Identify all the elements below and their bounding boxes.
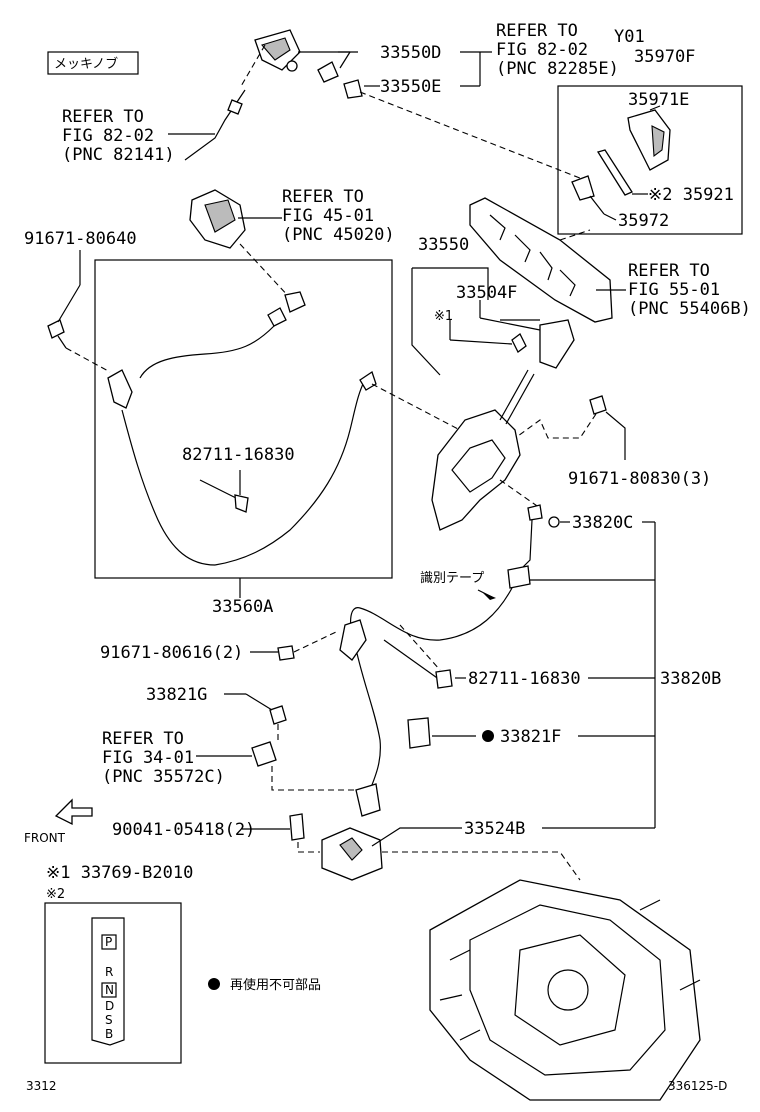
- bolt-91671-80616: [277, 645, 295, 661]
- non-reusable-dot-33821F: [482, 730, 494, 742]
- refer-35572C-line1: REFER TO: [102, 729, 184, 749]
- label-33820B: 33820B: [660, 669, 721, 689]
- label-shikibetsu-tape: 識別テープ: [420, 571, 484, 586]
- code-right: 336125-D: [668, 1079, 727, 1093]
- label-82711-16830-a: 82711-16830: [182, 445, 295, 465]
- bolt-91671-80830: [589, 395, 607, 415]
- refer-45020-line3: (PNC 45020): [282, 225, 395, 245]
- gate-p-box: [101, 934, 117, 950]
- part-35921: [596, 149, 633, 196]
- gate-box: [44, 902, 182, 1064]
- transmission-case: [429, 879, 701, 1101]
- gate-n-box: [101, 982, 117, 998]
- part-35971E: [627, 109, 671, 171]
- refer-35572C-line2: FIG 34-01: [102, 748, 194, 768]
- label-35971E: 35971E: [628, 90, 689, 110]
- refer-35572C-line3: (PNC 35572C): [102, 767, 225, 787]
- part-35972: [571, 175, 605, 215]
- part-33550E: [343, 79, 363, 99]
- part-45020: [189, 189, 246, 249]
- non-reusable-legend-dot: [208, 978, 220, 990]
- gate-b: B: [105, 1027, 113, 1041]
- front-arrow-icon: [54, 798, 93, 826]
- label-33820C: 33820C: [572, 513, 633, 533]
- gate-d: D: [105, 999, 114, 1013]
- gate-r: R: [105, 965, 113, 979]
- label-35921: ※2 35921: [648, 185, 734, 205]
- nut-33821G: [269, 705, 287, 725]
- label-82711-16830-b: 82711-16830: [468, 669, 581, 689]
- bolt-33769: [511, 333, 527, 353]
- refer-55406B-line2: FIG 55-01: [628, 280, 720, 300]
- harness-33560A: [107, 291, 377, 566]
- refer-82141-line2: FIG 82-02: [62, 126, 154, 146]
- label-33524B: 33524B: [464, 819, 525, 839]
- front-label: FRONT: [24, 831, 66, 845]
- console-panel: [469, 197, 613, 323]
- shift-gate: [91, 917, 125, 1046]
- label-33504F: 33504F: [456, 283, 517, 303]
- label-91671-80830: 91671-80830(3): [568, 469, 711, 489]
- clip-33821F: [407, 717, 431, 749]
- label-90041-05418: 90041-05418(2): [112, 820, 255, 840]
- cable-kit-box: [94, 259, 393, 579]
- knob-top: [254, 29, 301, 72]
- part-33550D: [317, 61, 339, 83]
- label-35970F: 35970F: [634, 47, 695, 67]
- gate-s: S: [105, 1013, 113, 1027]
- mekki-label: メッキノブ: [54, 56, 118, 72]
- mekki-box: [47, 51, 139, 75]
- label-91671-80616: 91671-80616(2): [100, 643, 243, 663]
- bolt-91671-80640: [47, 319, 67, 349]
- label-33550D: 33550D: [380, 43, 441, 63]
- code-left: 3312: [26, 1079, 57, 1093]
- non-reusable-legend-text: 再使用不可部品: [230, 977, 321, 993]
- label-33550: 33550: [418, 235, 469, 255]
- note1-mark-label: ※1: [434, 309, 453, 324]
- shift-lever-assy: [431, 319, 575, 531]
- label-91671-80640: 91671-80640: [24, 229, 137, 249]
- label-33821F: 33821F: [500, 727, 561, 747]
- gate-p: P: [105, 935, 112, 949]
- refer-82285E-line3: (PNC 82285E): [496, 59, 619, 79]
- refer-82285E-line1: REFER TO: [496, 21, 578, 41]
- bolt-90041-05418: [289, 813, 305, 841]
- label-33821G: 33821G: [146, 685, 207, 705]
- refer-82285E-line2: FIG 82-02: [496, 40, 588, 60]
- note2-mark-label: ※2: [46, 887, 65, 902]
- gate-n: N: [105, 983, 114, 997]
- knob-detail-box: [557, 85, 743, 235]
- note1-label: ※1 33769-B2010: [46, 863, 193, 883]
- label-35972: 35972: [618, 211, 669, 231]
- bracket-33550: [411, 268, 441, 376]
- refer-55406B-line3: (PNC 55406B): [628, 299, 751, 319]
- label-33560A: 33560A: [212, 597, 273, 617]
- refer-55406B-line1: REFER TO: [628, 261, 710, 281]
- refer-45020-line2: FIG 45-01: [282, 206, 374, 226]
- part-35572C: [251, 741, 277, 767]
- refer-45020-line1: REFER TO: [282, 187, 364, 207]
- cable-33820B: [339, 504, 560, 817]
- label-y01: Y01: [614, 27, 645, 47]
- refer-82141-line3: (PNC 82141): [62, 145, 175, 165]
- refer-82141-line1: REFER TO: [62, 107, 144, 127]
- label-33550E: 33550E: [380, 77, 441, 97]
